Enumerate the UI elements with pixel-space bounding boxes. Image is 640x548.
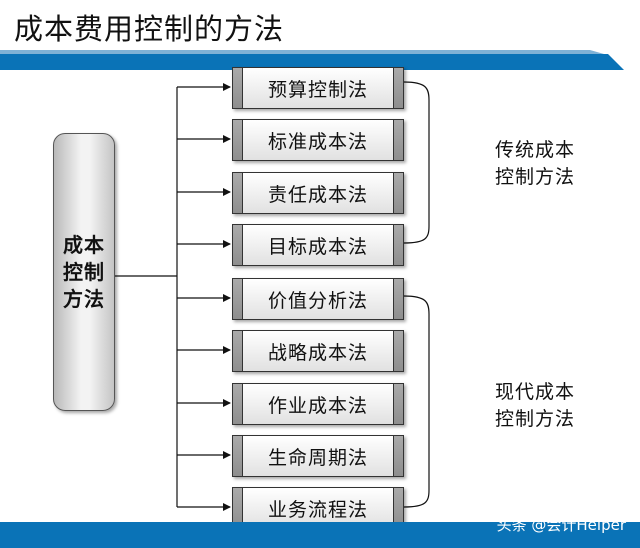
group-label-line: 控制方法 <box>494 166 575 188</box>
method-label: 标准成本法 <box>267 130 368 153</box>
watermark-text: 头条 @会计Helper <box>496 516 626 534</box>
method-label: 业务流程法 <box>267 498 368 521</box>
method-box-standard-cost: 标准成本法 <box>232 119 404 161</box>
method-label: 战略成本法 <box>267 341 368 364</box>
method-box-value-analysis: 价值分析法 <box>232 278 404 320</box>
group-label-line: 现代成本 <box>494 381 575 403</box>
root-node-box: 成本控制方法 <box>53 133 115 411</box>
method-box-life-cycle: 生命周期法 <box>232 435 404 477</box>
group-label-line: 控制方法 <box>494 408 575 430</box>
traditional-group-bracket <box>403 81 430 244</box>
footer-bar <box>0 522 640 548</box>
method-label: 预算控制法 <box>267 78 368 101</box>
method-box-target-cost: 目标成本法 <box>232 224 404 266</box>
group-label-line: 传统成本 <box>494 139 575 161</box>
method-label: 价值分析法 <box>267 289 368 312</box>
method-box-activity-cost: 作业成本法 <box>232 383 404 425</box>
title-underline-bar <box>0 50 624 70</box>
method-box-budget: 预算控制法 <box>232 67 404 109</box>
root-node-label: 成本控制方法 <box>63 232 105 311</box>
modern-group-bracket <box>403 295 430 508</box>
group-label-modern: 现代成本 控制方法 <box>470 379 600 433</box>
connector-arrows <box>177 83 231 511</box>
method-label: 目标成本法 <box>267 235 368 258</box>
method-label: 作业成本法 <box>267 394 368 417</box>
method-label: 生命周期法 <box>267 446 368 469</box>
method-box-responsibility-cost: 责任成本法 <box>232 172 404 214</box>
page-title: 成本费用控制的方法 <box>14 12 285 46</box>
method-label: 责任成本法 <box>267 183 368 206</box>
method-box-strategic-cost: 战略成本法 <box>232 330 404 372</box>
group-label-traditional: 传统成本 控制方法 <box>470 137 600 191</box>
